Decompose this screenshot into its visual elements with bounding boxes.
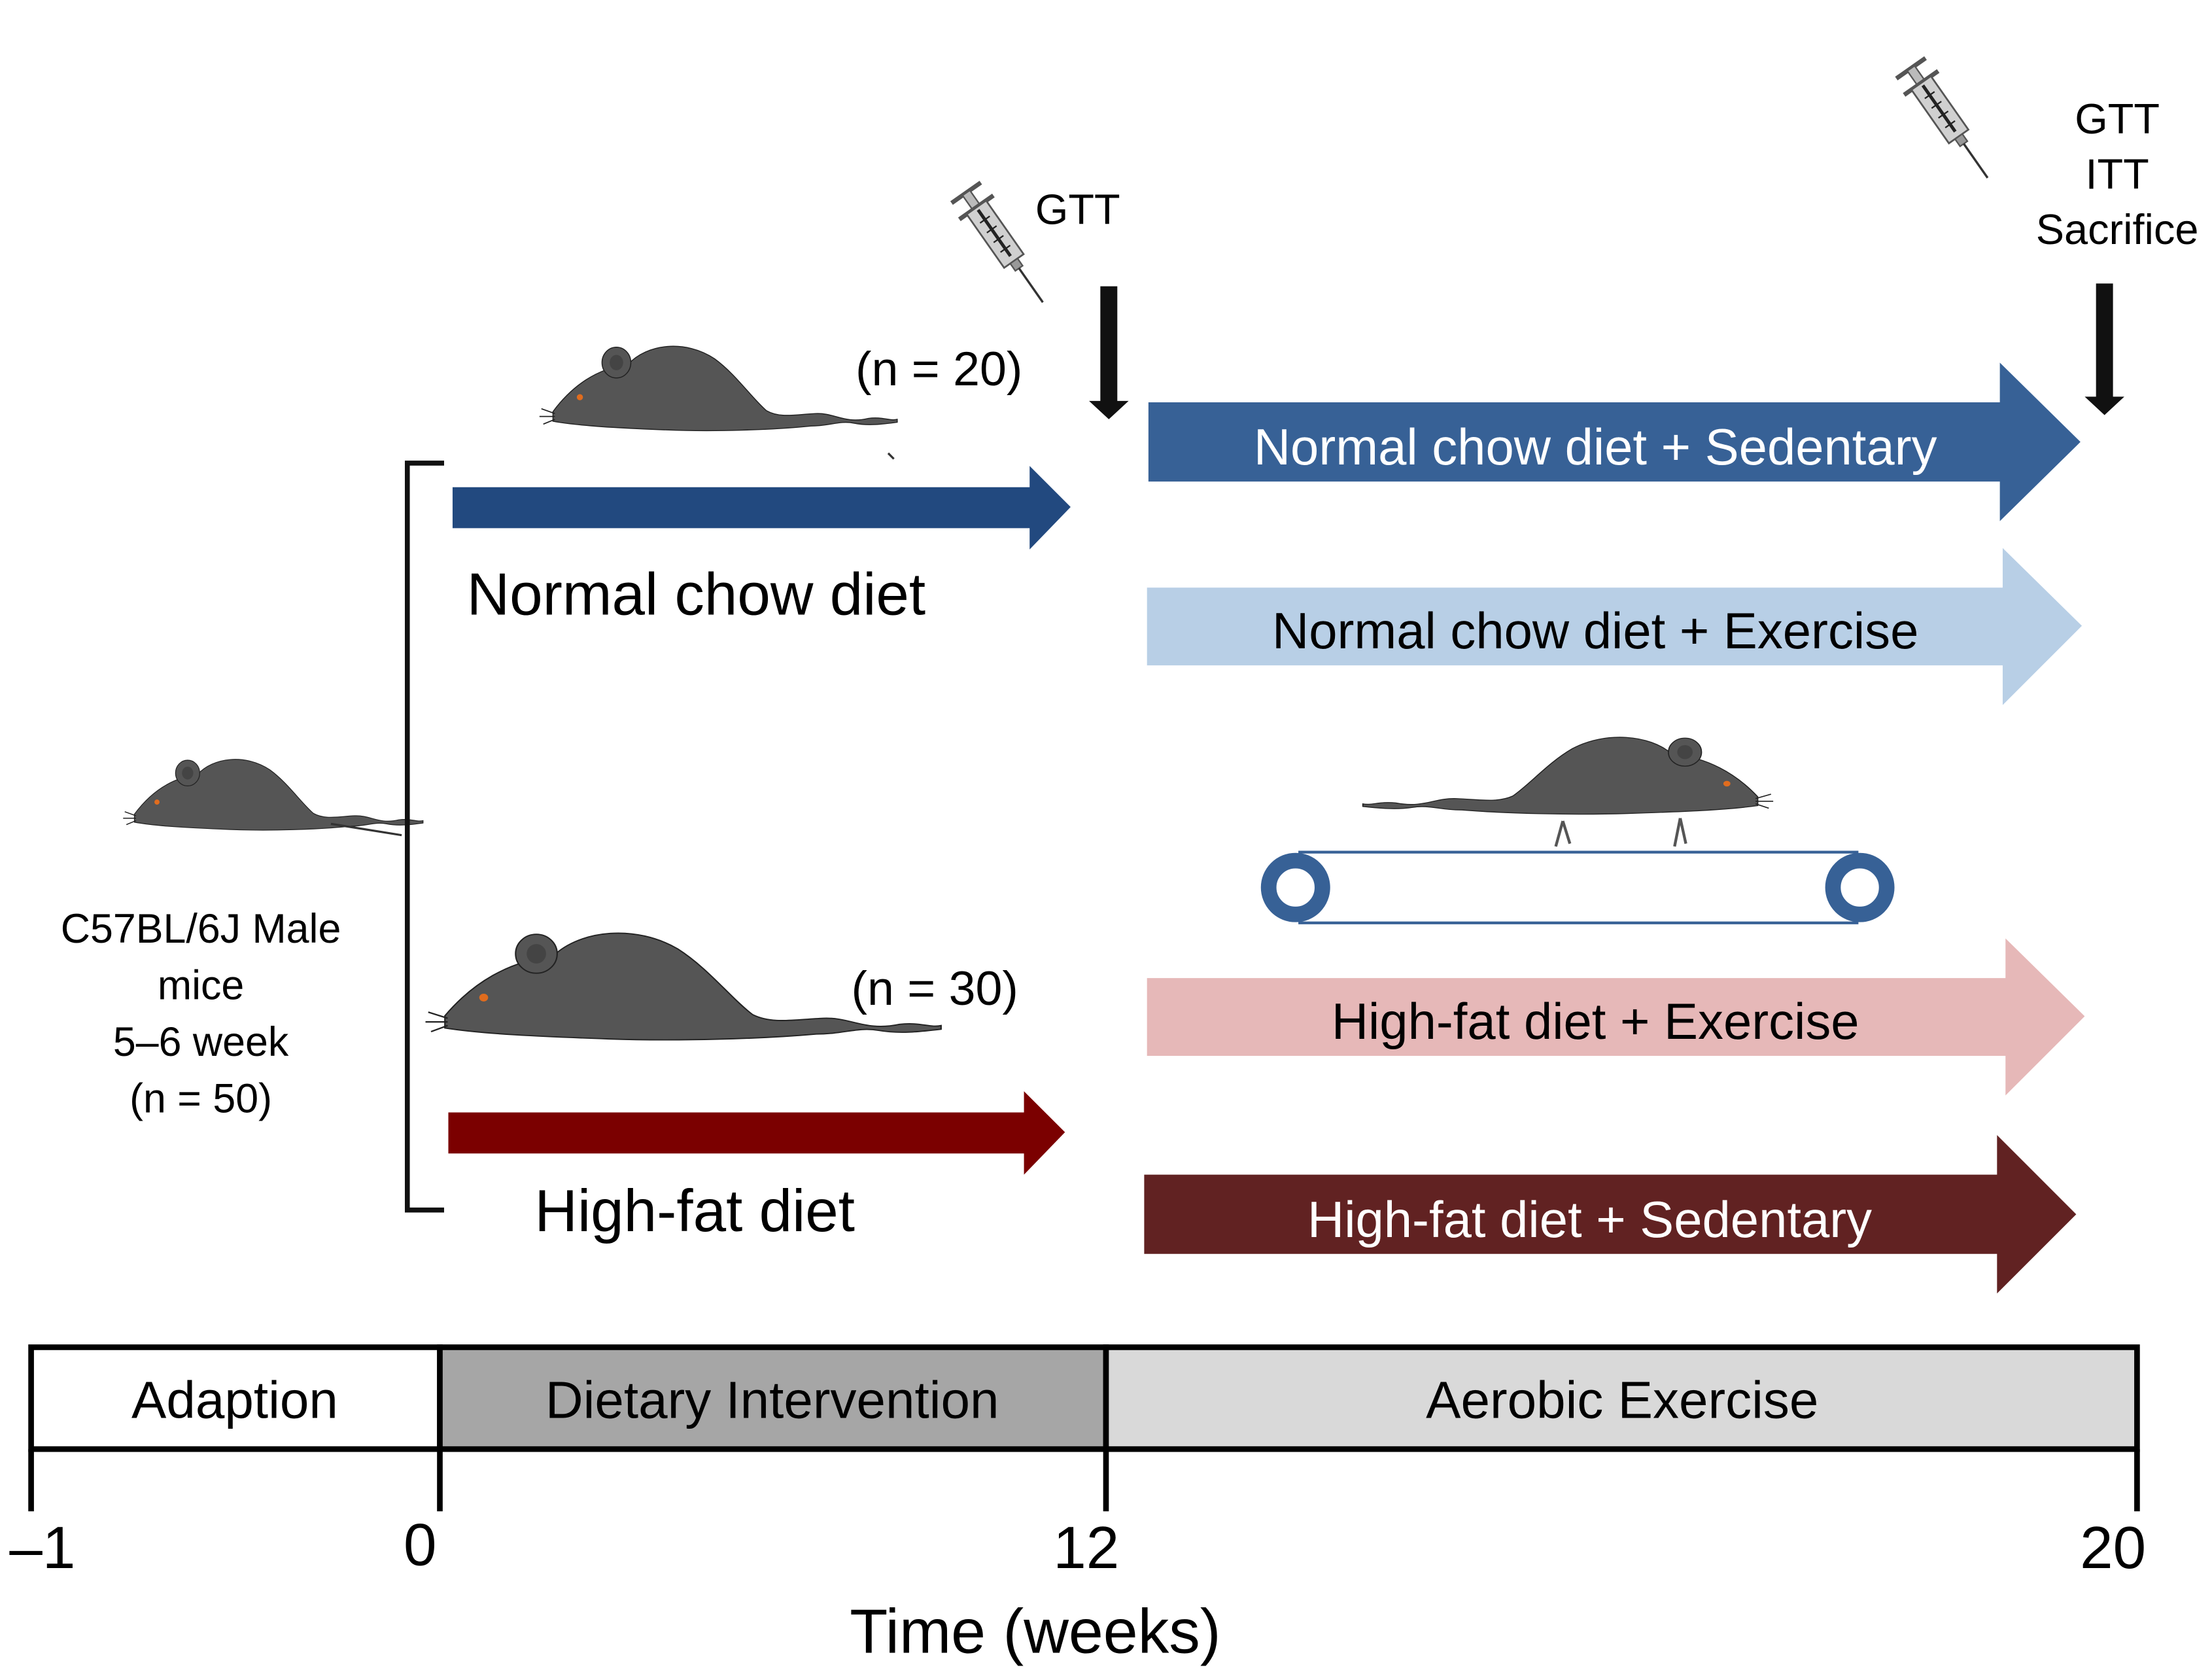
treadmill-icon [1260,850,1895,924]
syringe-icon [1894,56,2005,190]
high-fat-arrow [448,1091,1065,1175]
group-split-bracket [404,461,444,1213]
timeline-axis [28,1449,2140,1512]
outcome-label-normal-exercise: Normal chow diet + Exercise [1272,603,1918,659]
end-test-down-arrow [2084,283,2124,415]
normal-chow-arrow [452,466,1071,550]
end-test-itt: ITT [2085,150,2149,198]
normal-chow-mouse-icon [538,345,898,460]
treadmill-mouse-icon [1362,736,1774,847]
timeline-xlabel: Time (weeks) [850,1597,1220,1667]
end-test-gtt: GTT [2075,95,2160,143]
phase-aerobic-exercise-label: Aerobic Exercise [1426,1371,1818,1429]
normal-chow-label: Normal chow diet [467,561,926,627]
normal-chow-n: (n = 20) [855,341,1022,396]
baseline-mouse-icon [122,759,424,837]
tick-label-minus1: –1 [9,1515,75,1581]
tick-label-20: 20 [2080,1515,2146,1581]
baseline-n: (n = 50) [130,1076,272,1122]
outcome-arrow-normal-exercise [1147,548,2082,705]
tick-label-12: 12 [1053,1515,1119,1581]
mid-test-down-arrow [1089,286,1129,419]
end-test-sacrifice: Sacrifice [2036,205,2199,253]
tick-label-0: 0 [404,1512,437,1578]
high-fat-n: (n = 30) [852,961,1018,1015]
baseline-strain: C57BL/6J Male [61,906,341,952]
high-fat-label: High-fat diet [534,1178,855,1244]
outcome-label-normal-sedentary: Normal chow diet + Sedentary [1254,419,1937,476]
outcome-arrow-normal-sedentary [1148,362,2081,521]
mid-test-label: GTT [1035,186,1120,234]
outcome-label-hfd-sedentary: High-fat diet + Sedentary [1307,1192,1872,1248]
baseline-age: 5–6 week [113,1019,289,1065]
phase-adaption-label: Adaption [131,1371,338,1429]
phase-aerobic-exercise [1103,1344,2140,1452]
baseline-species: mice [158,963,244,1009]
phase-adaption [28,1344,443,1452]
phase-dietary-intervention-label: Dietary Intervention [545,1371,999,1429]
outcome-arrow-hfd-exercise [1147,938,2085,1096]
outcome-label-hfd-exercise: High-fat diet + Exercise [1332,994,1859,1050]
